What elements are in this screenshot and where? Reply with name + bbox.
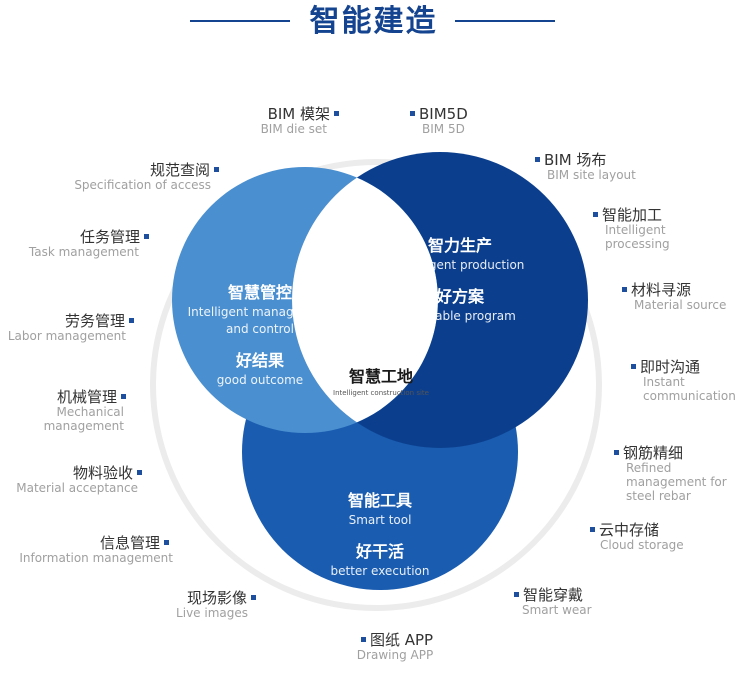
label-cn: 现场影像 [186,589,247,607]
page-title: 智能建造 [309,4,438,39]
label-en: Labor management [7,329,126,344]
circle-left-sub: 好结果 [235,351,284,370]
label-cn: 规范查阅 [149,161,210,179]
label-en: Drawing APP [356,648,434,663]
bullet-icon [129,318,134,323]
label-en: Material source [634,298,727,313]
label-intelligent-processing: 智能加工 Intelligent processing [589,206,670,252]
label-en: Live images [176,606,248,621]
label-instant-communication: 即时沟通 Instant communication [627,358,736,404]
circle-right-sub-en: favorable program [404,309,516,323]
label-cn: BIM 模架 [267,105,330,123]
label-labor-management: 劳务管理 Labor management [7,312,138,344]
label-cn: 材料寻源 [631,281,692,299]
center-core [292,167,438,433]
label-cn: 信息管理 [99,534,160,552]
circle-left-title-en-2: and control [226,322,294,336]
label-en: Intelligent [605,223,666,238]
label-spec-access: 规范查阅 Specification of access [74,161,223,193]
label-en: Smart wear [522,603,592,618]
center-text: 智慧工地 Intelligent construction site [316,366,446,398]
label-cn: 机械管理 [56,388,117,406]
label-en: Instant [643,375,685,390]
circle-left-title: 智慧管控 [227,283,292,302]
header: 智能建造 [0,0,747,50]
circle-right-title-en: Intelligent production [395,258,525,272]
label-information-management: 信息管理 Information management [19,534,173,566]
label-cloud-storage: 云中存储 Cloud storage [586,521,684,553]
label-cn: 云中存储 [599,521,660,539]
bullet-icon [410,111,415,116]
center-title-en: Intelligent construction site [333,389,429,397]
label-en: Cloud storage [600,538,684,553]
label-refined-steel-rebar: 钢筋精细 Refined management for steel rebar [610,444,727,504]
label-cn: 任务管理 [79,228,140,246]
label-cn: 智能加工 [602,206,663,224]
label-en: Task management [28,245,139,260]
label-bim5d: BIM5D BIM 5D [406,105,468,137]
label-en: BIM die set [260,122,327,137]
bullet-icon [631,364,636,369]
bullet-icon [251,595,256,600]
label-en: Specification of access [74,178,211,193]
label-en: Material acceptance [16,481,138,496]
circle-left-text: 智慧管控 Intelligent management and control … [170,282,350,389]
bullet-icon [614,450,619,455]
bullet-icon [121,394,126,399]
circle-left-title-en-1: Intelligent management [187,305,333,319]
label-bim-site-layout: BIM 场布 BIM site layout [531,151,636,183]
label-en: Information management [19,551,173,566]
bullet-icon [514,592,519,597]
label-task-management: 任务管理 Task management [28,228,153,260]
label-material-acceptance: 物料验收 Material acceptance [16,464,146,496]
circle-bottom-title: 智能工具 [347,491,412,510]
label-cn: 智能穿戴 [523,586,584,604]
label-cn: BIM 场布 [544,151,607,169]
circle-right-text: 智力生产 Intelligent production 好方案 favorabl… [375,235,545,325]
outer-ring [150,159,602,611]
bullet-icon [214,167,219,172]
circle-bottom-sub: 好干活 [355,542,404,561]
label-material-source: 材料寻源 Material source [618,281,727,313]
label-en: BIM site layout [547,168,636,183]
label-live-images: 现场影像 Live images [176,589,260,621]
label-en: Mechanical [56,405,124,420]
label-drawing-app: 图纸 APP Drawing APP [340,631,450,663]
center-title: 智慧工地 [348,367,413,386]
title-line-right [455,20,555,22]
label-en: processing [605,237,670,252]
bullet-icon [622,287,627,292]
label-cn: 即时沟通 [640,358,701,376]
bullet-icon [164,540,169,545]
label-cn: 钢筋精细 [623,444,684,462]
label-en: management [43,419,124,434]
bullet-icon [137,470,142,475]
bullet-icon [360,637,366,642]
bullet-icon [144,234,149,239]
circle-bottom-text: 智能工具 Smart tool 好干活 better execution [295,490,465,580]
label-mechanical-management: 机械管理 Mechanical management [43,388,130,434]
label-en: steel rebar [626,488,691,503]
label-cn: 图纸 APP [369,631,434,649]
label-cn: BIM5D [419,105,468,123]
label-en: management for [626,475,727,490]
label-en: BIM 5D [422,122,465,137]
label-cn: 劳务管理 [64,312,125,330]
circle-bottom-sub-en: better execution [330,564,430,578]
label-smart-wear: 智能穿戴 Smart wear [510,586,592,618]
label-cn: 物料验收 [72,464,133,482]
bullet-icon [535,157,540,162]
bullet-icon [334,111,339,116]
bullet-icon [590,527,595,532]
circle-left-sub-en: good outcome [216,373,304,387]
circle-right-sub: 好方案 [435,287,484,306]
circle-right-title: 智力生产 [427,236,492,255]
title-line-left [190,20,290,22]
circle-bottom-title-en: Smart tool [348,513,412,527]
label-en: Refined [626,461,672,476]
label-en: communication [643,389,736,404]
label-bim-die-set: BIM 模架 BIM die set [260,105,343,137]
bullet-icon [593,212,598,217]
